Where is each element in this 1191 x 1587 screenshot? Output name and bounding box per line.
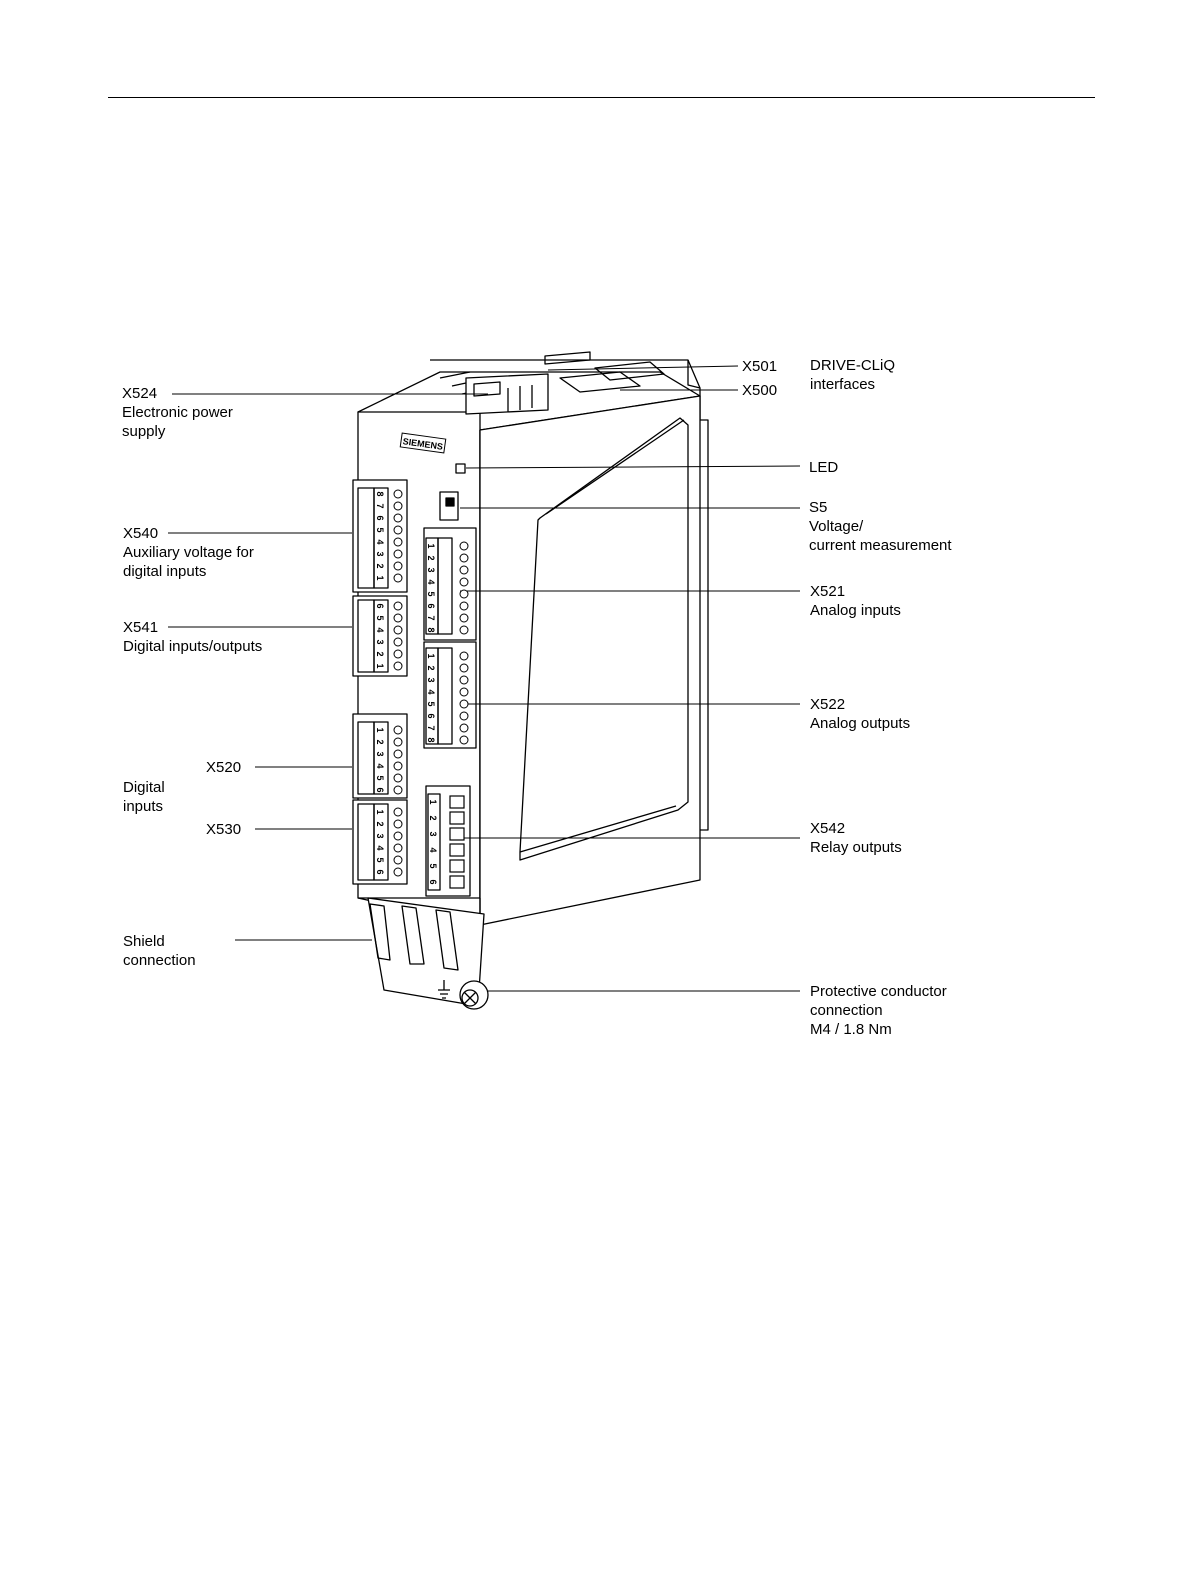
x522-pin: 7 xyxy=(426,725,436,730)
callout-digital-inputs: Digital inputs xyxy=(123,779,165,815)
callout-x501: X501 xyxy=(742,358,778,375)
x520-pin: 3 xyxy=(375,751,385,756)
callout-protective-conductor: Protective conductor connection M4 / 1.8… xyxy=(810,983,947,1038)
x524-connector xyxy=(465,373,549,415)
pe-screw xyxy=(438,980,489,1010)
leader-lines xyxy=(168,365,801,992)
x541-pin: 4 xyxy=(375,627,385,632)
callout-led: LED xyxy=(809,459,839,476)
x530-pin: 5 xyxy=(375,857,385,862)
x521-pin: 6 xyxy=(426,603,436,608)
callout-x530: X530 xyxy=(206,821,242,838)
callout-x540: X540 Auxiliary voltage for digital input… xyxy=(123,525,254,580)
x542-pin: 1 xyxy=(428,799,438,804)
x541-pin: 6 xyxy=(375,603,385,608)
x522-pin: 5 xyxy=(426,701,436,706)
x522-pin: 8 xyxy=(426,737,436,742)
x542-pin: 3 xyxy=(428,831,438,836)
x530-pin: 2 xyxy=(375,821,385,826)
x522-pin: 2 xyxy=(426,665,436,670)
x520-pin: 5 xyxy=(375,775,385,780)
x540-pin: 2 xyxy=(375,563,385,568)
x540-pin: 7 xyxy=(375,503,385,508)
x520-pin: 4 xyxy=(375,763,385,768)
x520-pin: 1 xyxy=(375,727,385,732)
x541-pin: 3 xyxy=(375,639,385,644)
x521-pin: 5 xyxy=(426,591,436,596)
header-rule xyxy=(108,97,1095,98)
x521-pin: 4 xyxy=(426,579,436,584)
terminal-screws xyxy=(393,489,469,877)
x542-pin: 2 xyxy=(428,815,438,820)
x520-pin: 6 xyxy=(375,787,385,792)
callout-x542: X542 Relay outputs xyxy=(810,820,902,856)
x540-pin: 6 xyxy=(375,515,385,520)
x530-pin: 4 xyxy=(375,845,385,850)
led-indicator xyxy=(455,463,466,474)
callout-x522: X522 Analog outputs xyxy=(810,696,911,732)
x540-pin: 1 xyxy=(375,575,385,580)
x521-pin: 2 xyxy=(426,555,436,560)
x540-pin: 3 xyxy=(375,551,385,556)
x530-pin: 3 xyxy=(375,833,385,838)
x542-pin: 4 xyxy=(428,847,438,852)
x522-pin: 3 xyxy=(426,677,436,682)
x530-pin: 1 xyxy=(375,809,385,814)
s5-switch xyxy=(439,491,459,521)
x540-pin: 4 xyxy=(375,539,385,544)
callout-x520: X520 xyxy=(206,759,242,776)
x521-pin: 3 xyxy=(426,567,436,572)
callout-x500: X500 xyxy=(742,382,778,399)
x541-pin: 1 xyxy=(375,663,385,668)
callout-s5: S5 Voltage/ current measurement xyxy=(809,499,952,554)
x520-pin: 2 xyxy=(375,739,385,744)
x540-pin: 5 xyxy=(375,527,385,532)
x522-pin: 6 xyxy=(426,713,436,718)
x521-pin: 7 xyxy=(426,615,436,620)
x541-pin: 5 xyxy=(375,615,385,620)
x522-pin: 1 xyxy=(426,653,436,658)
x521-pin: 1 xyxy=(426,543,436,548)
relay-terminals xyxy=(449,795,465,889)
x522-pin: 4 xyxy=(426,689,436,694)
callout-x541: X541 Digital inputs/outputs xyxy=(123,619,263,655)
x541-pin: 2 xyxy=(375,651,385,656)
x540-pin: 8 xyxy=(375,491,385,496)
x542-pin: 6 xyxy=(428,879,438,884)
callout-x524: X524 Electronic power supply xyxy=(122,385,233,440)
x542-pin: 5 xyxy=(428,863,438,868)
x540-terminal-block xyxy=(352,479,408,593)
callout-shield: Shield connection xyxy=(123,933,196,969)
siemens-logo: SIEMENS xyxy=(399,432,447,454)
callout-x521: X521 Analog inputs xyxy=(810,583,901,619)
callout-drive-cliq: DRIVE-CLiQ interfaces xyxy=(810,357,896,393)
x530-pin: 6 xyxy=(375,869,385,874)
x521-pin: 8 xyxy=(426,627,436,632)
